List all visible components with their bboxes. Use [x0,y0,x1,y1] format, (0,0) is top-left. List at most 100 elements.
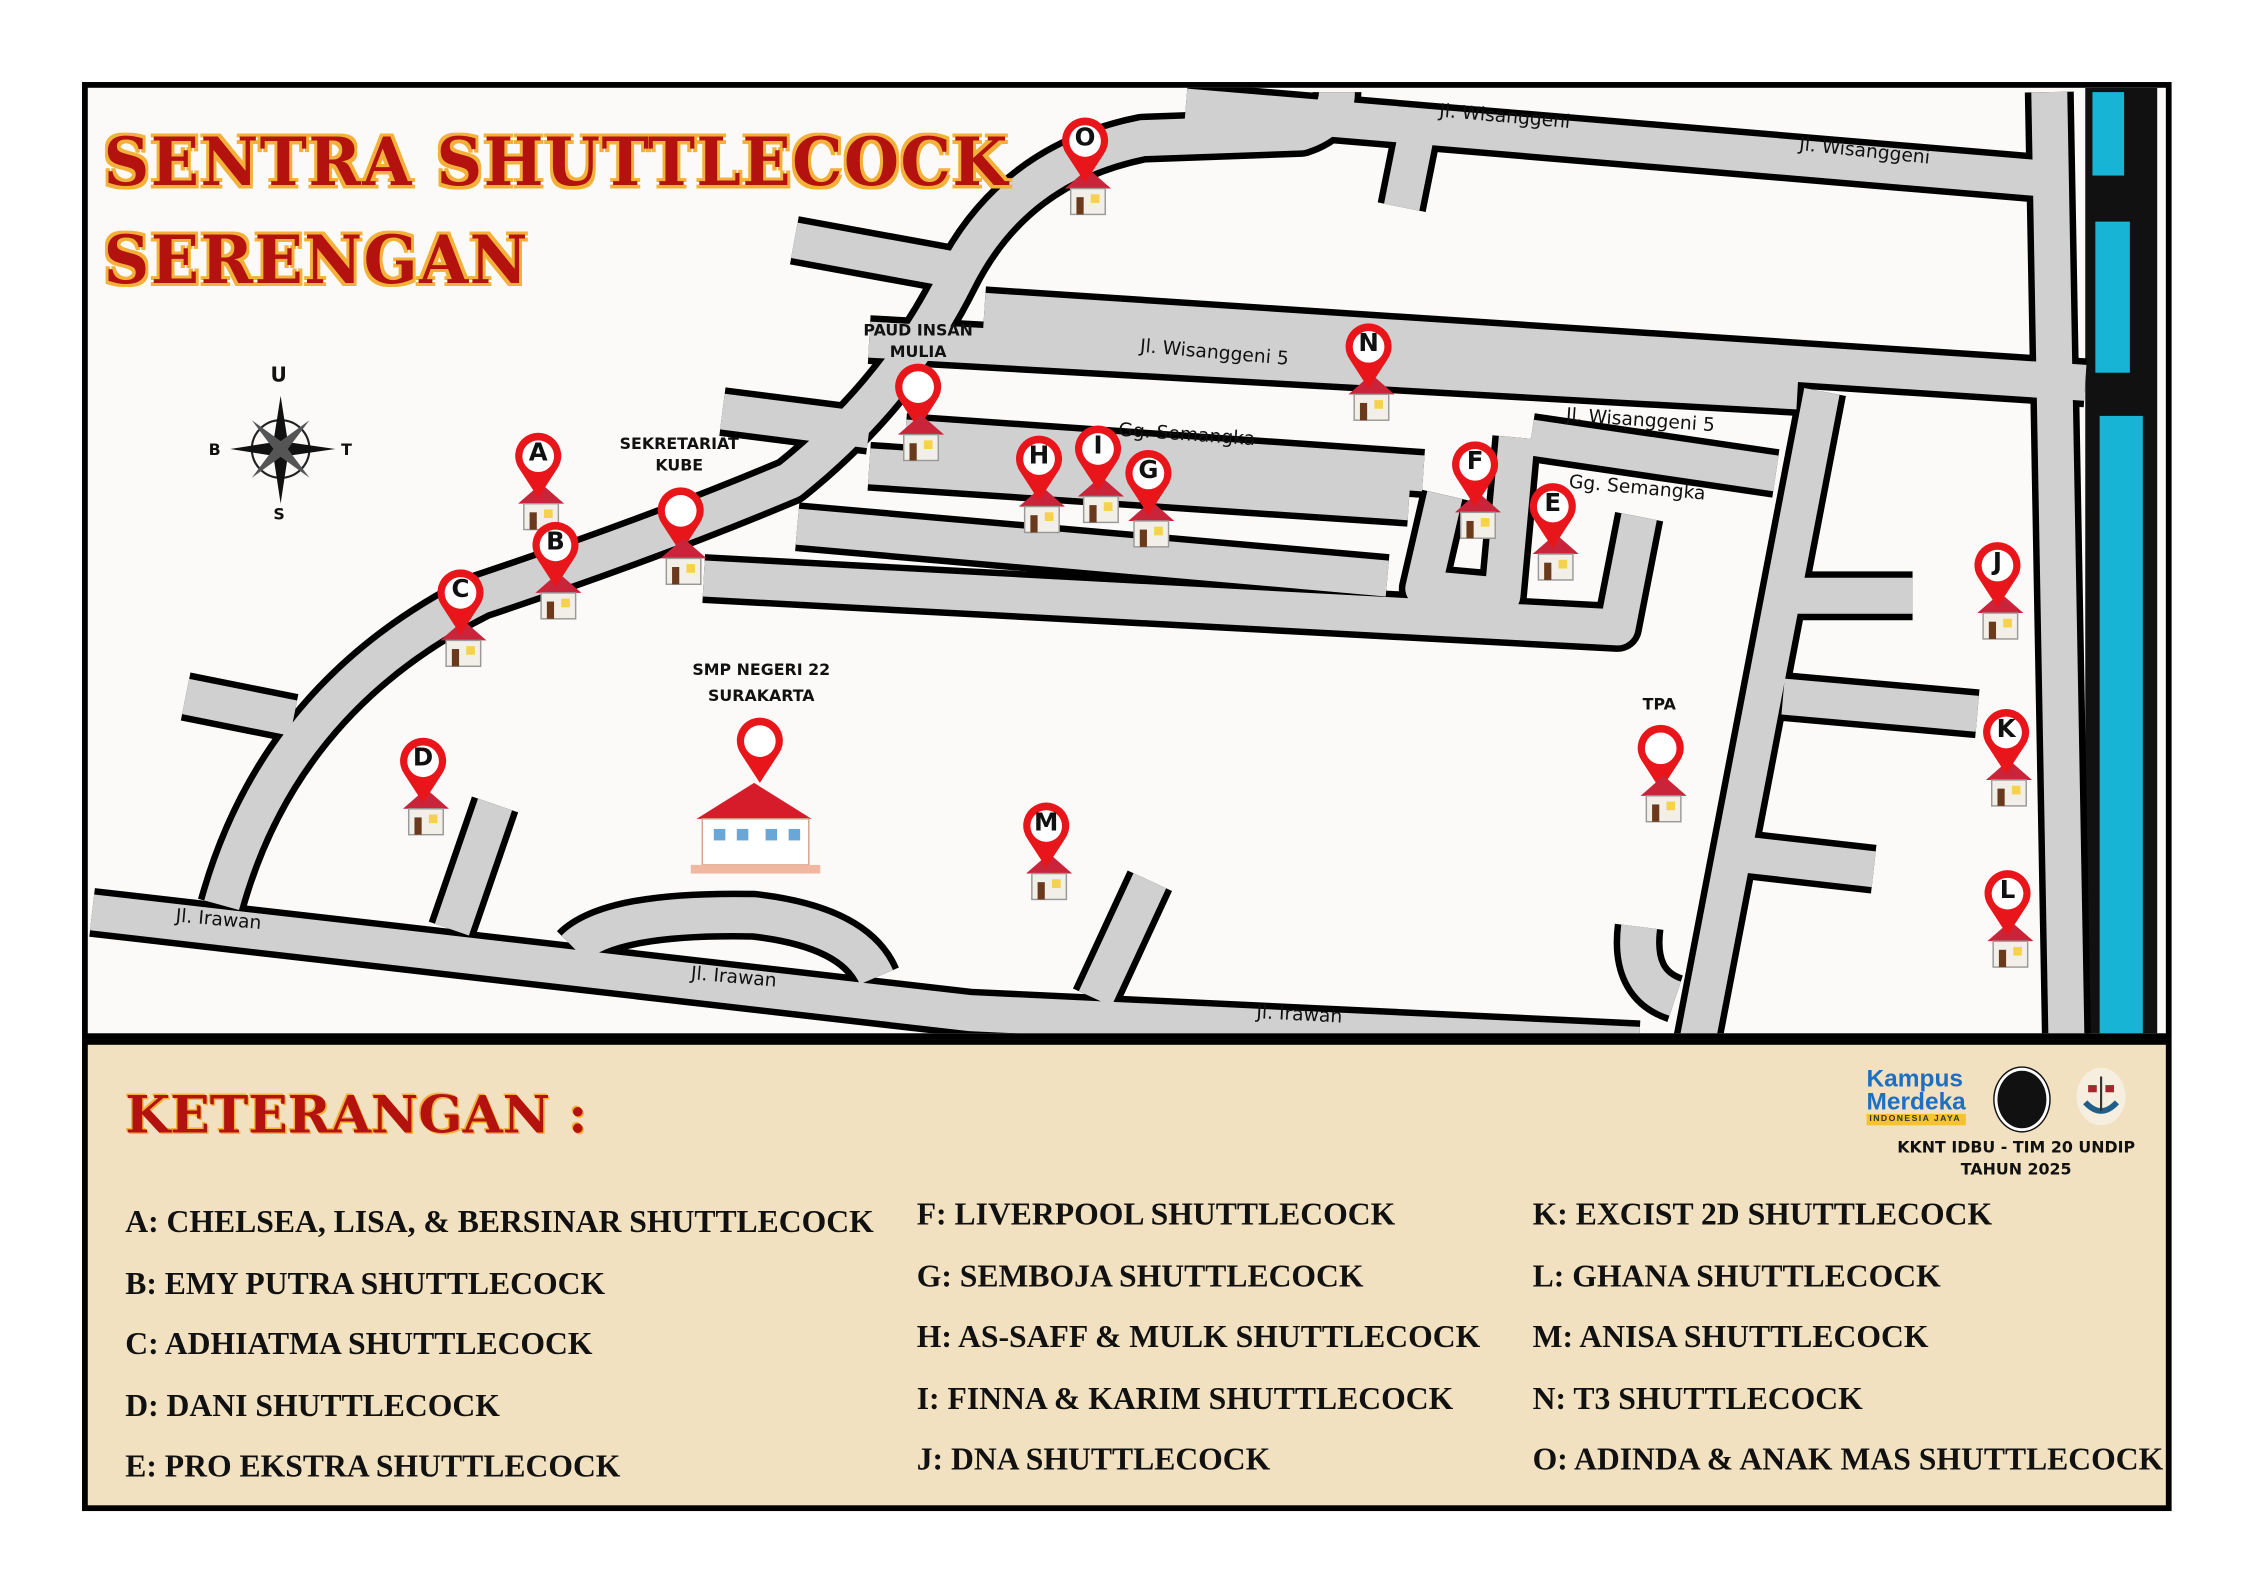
pin-letter: J [1992,548,2003,578]
map-pin-h[interactable]: H [1013,435,1065,501]
road-fill [702,513,1657,646]
road-fill [1384,131,1434,211]
label-line: SEKRETARIAT [619,434,739,454]
pin-letter: G [1138,456,1159,485]
map-pin-icon [1016,435,1063,501]
map-pin-icon [1075,425,1122,491]
map-pin-e[interactable]: E [1527,482,1579,549]
landmark-smp-label: SMP NEGERI 22 SURAKARTA [676,658,846,710]
road-network [89,87,2158,1034]
map-pin-icon [1023,802,1070,868]
house-icon [1018,486,1065,534]
map-pin-icon [1974,542,2021,608]
house-icon [660,538,707,585]
house-icon [1454,492,1501,539]
label-line: SMP NEGERI 22 [692,660,831,680]
map-pin-icon [515,432,562,498]
map-pin-icon [1984,870,2031,936]
landmark-tpa-label: TPA [1642,695,1676,714]
legend-item: D: DANI SHUTTLECOCK [125,1386,500,1423]
map-pin-c[interactable]: C [435,568,487,635]
map-pin-b[interactable]: B [530,521,582,588]
legend-item: H: AS-SAFF & MULK SHUTTLECOCK [916,1318,1481,1355]
map-pin-icon [657,487,704,553]
pin-letter: I [1093,431,1103,461]
road-fill [1528,419,1779,492]
label-line: SURAKARTA [708,686,815,706]
house-icon [1348,374,1395,421]
legend-item: L: GHANA SHUTTLECOCK [1532,1257,1941,1294]
legend-item: O: ADINDA & ANAK MAS SHUTTLECOCK [1532,1440,2164,1477]
landmark-pin[interactable] [734,717,786,783]
pin-letter: E [1544,489,1562,519]
road-fill [2031,91,2085,1034]
legend-column: A: CHELSEA, LISA, & BERSINAR SHUTTLECOCK… [125,1203,874,1509]
compass-west: B [208,440,221,460]
map-pin-icon [400,737,447,804]
map-pin-l[interactable]: L [1982,869,2034,936]
house-icon [897,414,945,462]
map-pin-icon [895,363,942,429]
map-pin-icon [1125,449,1172,516]
map-pin-d[interactable]: D [397,737,449,804]
map-pin-icon [1983,709,2030,775]
credit-line: KKNT IDBU - TIM 20 UNDIP [1897,1138,2136,1158]
house-icon [402,788,449,836]
legend-item: C: ADHIATMA SHUTTLECOCK [125,1325,593,1362]
landmark-pin[interactable] [892,363,944,429]
label-line: KUBE [655,456,704,475]
legend-item: G: SEMBOJA SHUTTLECOCK [916,1257,1364,1294]
house-icon [440,620,487,668]
house-icon [1128,500,1175,548]
compass-south: S [273,505,285,524]
pin-letter: O [1074,123,1096,153]
map-pin-a[interactable]: A [512,432,564,498]
road-fill [903,419,1425,492]
house-icon [535,572,582,620]
legend-item: K: EXCIST 2D SHUTTLECOCK [1532,1195,1993,1232]
street-label: Jl. Irawan [1255,1002,1343,1029]
house-icon [1985,759,2033,807]
map-pin-icon [437,569,484,635]
house-icon [1077,476,1124,524]
legend-column: K: EXCIST 2D SHUTTLECOCK L: GHANA SHUTTLE… [1533,1196,2164,1502]
road-fill [1078,873,1167,1007]
credit-text: KKNT IDBU - TIM 20 UNDIP TAHUN 2025 [1887,1137,2146,1180]
legend-item: A: CHELSEA, LISA, & BERSINAR SHUTTLECOCK [125,1203,874,1240]
house-icon [1026,853,1073,901]
map-pin-o[interactable]: O [1059,117,1111,183]
house-icon [1987,921,2034,968]
landmark-pin[interactable] [1635,724,1687,791]
legend-item: I: FINNA & KARIM SHUTTLECOCK [916,1379,1454,1416]
legend-panel: KETERANGAN : Kampus Merdeka INDONESIA JA… [82,1039,2172,1512]
map-title-line1: SENTRA SHUTTLECOCK [103,124,1009,202]
landmark-pin[interactable] [655,486,707,553]
map-pin-k[interactable]: K [1980,708,2032,775]
map-pin-m[interactable]: M [1020,802,1072,868]
map-title-line2: SERENGAN [103,222,529,300]
road-fill [795,508,1389,597]
road-fill [561,897,893,986]
road-fill [1680,388,1840,1034]
road-fill [1620,924,1682,1016]
compass-east: T [341,440,352,460]
pin-letter: M [1034,808,1059,838]
map-pin-g[interactable]: G [1122,449,1174,516]
map-pin-j[interactable]: J [1972,541,2024,608]
map-pin-i[interactable]: I [1072,425,1124,491]
pin-letter: C [451,575,470,605]
road-fill [1745,836,1876,888]
compass-icon [230,395,336,504]
map-pin-f[interactable]: F [1449,440,1501,507]
house-icon [1640,775,1687,823]
map-area [82,82,2172,1040]
map-pin-n[interactable]: N [1343,322,1395,389]
house-icon [1977,592,2024,640]
undip-logo [1994,1067,2050,1132]
map-pin-icon [1452,441,1499,507]
logo-tagline: INDONESIA JAYA [1866,1113,1966,1126]
road-fill [720,393,872,449]
pin-letter: K [1996,715,2016,745]
legend-item: J: DNA SHUTTLECOCK [916,1440,1271,1477]
